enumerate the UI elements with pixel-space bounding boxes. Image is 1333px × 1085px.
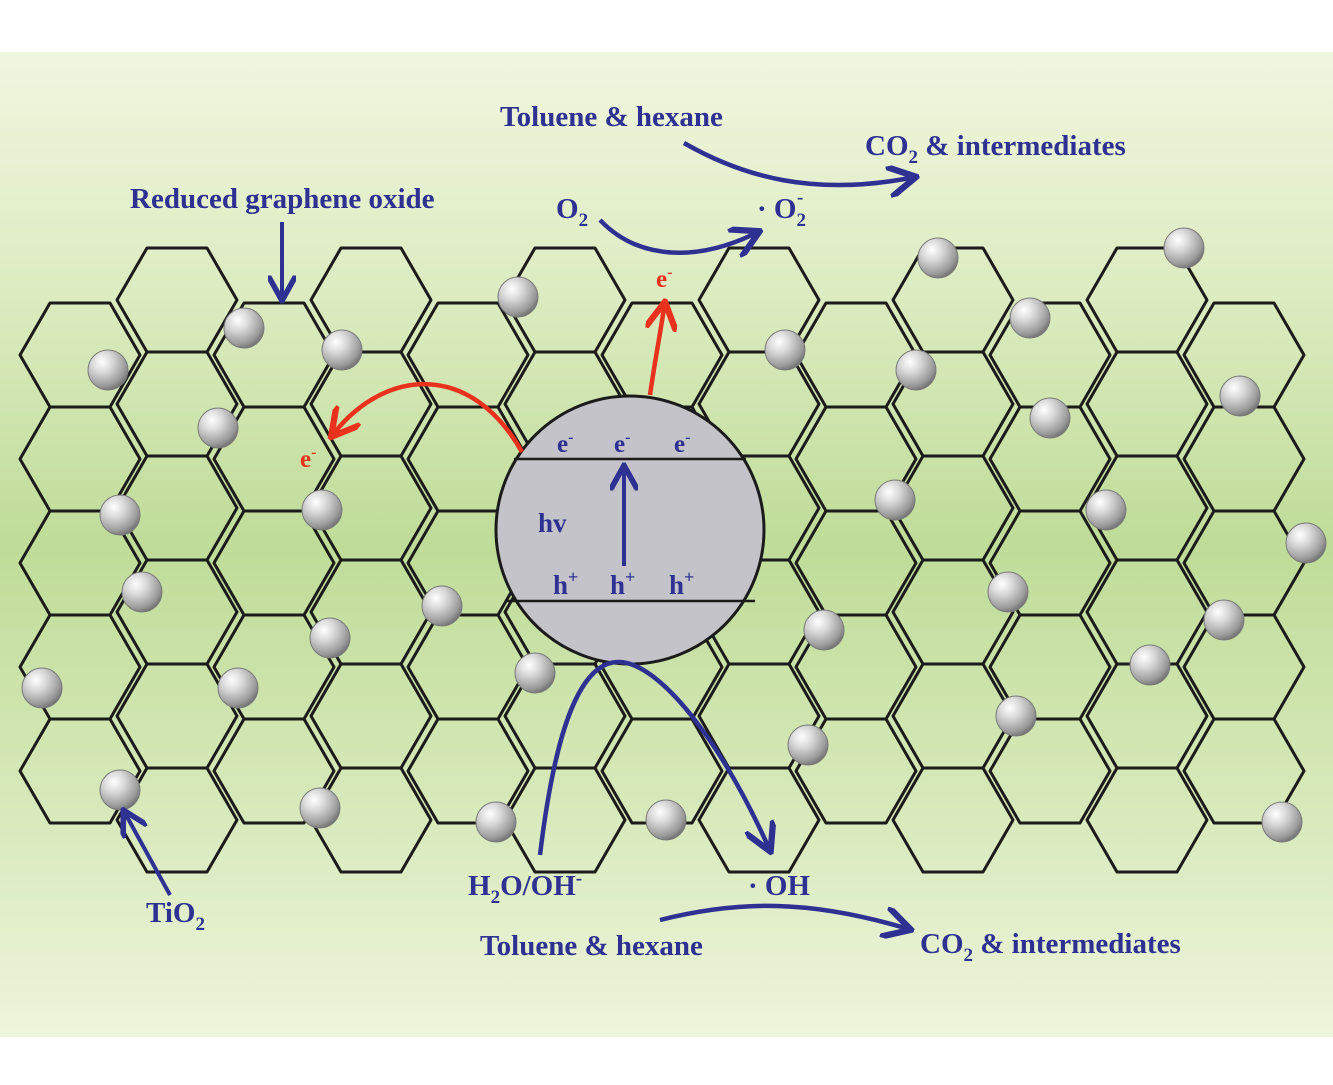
tio2-nanoparticle: [1285, 522, 1327, 564]
lattice-hexagon: [18, 717, 142, 825]
tio2-nanoparticle: [995, 695, 1037, 737]
tio2-nanoparticle: [475, 801, 517, 843]
tio2-nanoparticle: [1261, 801, 1303, 843]
tio2-nanoparticle: [99, 769, 141, 811]
tio2-nanoparticle: [764, 329, 806, 371]
lattice-hexagon: [309, 766, 433, 874]
tio2-nanoparticle: [645, 799, 687, 841]
tio2-nanoparticle: [1009, 297, 1051, 339]
tio2-nanoparticle: [497, 276, 539, 318]
vb-hole-3: h+: [669, 567, 694, 600]
tio2-nanoparticle: [217, 667, 259, 709]
tio2-nanoparticle: [321, 329, 363, 371]
lattice-hexagon: [1085, 766, 1209, 874]
tio2-nanoparticle: [121, 571, 163, 613]
tio2-nanoparticle: [223, 307, 265, 349]
rgo-label: Reduced graphene oxide: [130, 183, 435, 215]
cb-electron-1: e-: [557, 429, 573, 458]
top-reactants-label: Toluene & hexane: [500, 101, 723, 133]
tio2-nanoparticle: [1029, 397, 1071, 439]
lattice-hexagon: [891, 766, 1015, 874]
tio2-nanoparticle: [197, 407, 239, 449]
tio2-nanoparticle: [1163, 227, 1205, 269]
tio2-nanoparticle: [1085, 489, 1127, 531]
lattice-hexagon: [600, 717, 724, 825]
lattice-hexagon: [503, 766, 627, 874]
tio2-label: TiO2: [146, 897, 205, 935]
oxygen-label: O2: [556, 193, 588, 231]
tio2-nanoparticle: [1219, 375, 1261, 417]
tio2-nanoparticle: [987, 571, 1029, 613]
lattice-hexagon: [794, 717, 918, 825]
water-label: H2O/OH-: [468, 868, 582, 908]
tio2-nanoparticle: [803, 609, 845, 651]
tio2-particles: [21, 227, 1327, 843]
tio2-nanoparticle: [787, 724, 829, 766]
superoxide-label: · O2-: [757, 187, 806, 231]
tio2-nanoparticle: [21, 667, 63, 709]
water-oxidation-arrow: [537, 659, 768, 855]
tio2-nanoparticle: [309, 617, 351, 659]
electron-label-top: e-: [656, 264, 672, 293]
vb-hole-2: h+: [610, 567, 635, 600]
lattice-hexagon: [115, 766, 239, 874]
photon-label: hv: [538, 508, 567, 538]
lattice-hexagon: [406, 717, 530, 825]
tio2-nanoparticle: [1129, 644, 1171, 686]
bottom-products-label: CO2 & intermediates: [920, 928, 1181, 966]
bottom-degradation-arrow: [659, 903, 905, 928]
tio2-nanoparticle: [301, 489, 343, 531]
tio2-nanoparticle: [895, 349, 937, 391]
electron-transfer-arrow-left: [335, 381, 524, 454]
electron-transfer-arrow-up: [650, 308, 664, 396]
tio2-pointer-arrow: [126, 815, 172, 896]
lattice-hexagon: [212, 717, 336, 825]
vb-hole-1: h+: [553, 567, 578, 600]
tio2-nanoparticle: [299, 787, 341, 829]
hydroxyl-label: · OH: [748, 870, 810, 902]
tio2-nanoparticle: [917, 237, 959, 279]
cb-electron-3: e-: [674, 429, 690, 458]
tio2-nanoparticle: [874, 479, 916, 521]
tio2-nanoparticle: [421, 585, 463, 627]
cb-electron-2: e-: [614, 429, 630, 458]
bottom-reactants-label: Toluene & hexane: [480, 930, 703, 962]
tio2-nanoparticle: [99, 494, 141, 536]
top-degradation-arrow: [682, 141, 910, 185]
top-products-label: CO2 & intermediates: [865, 130, 1126, 168]
oxygen-reduction-arrow: [598, 218, 754, 253]
electron-label-left: e-: [300, 444, 316, 473]
lattice-hexagon: [1182, 717, 1306, 825]
tio2-nanoparticle: [514, 652, 556, 694]
tio2-nanoparticle: [1203, 599, 1245, 641]
tio2-nanoparticle: [87, 349, 129, 391]
